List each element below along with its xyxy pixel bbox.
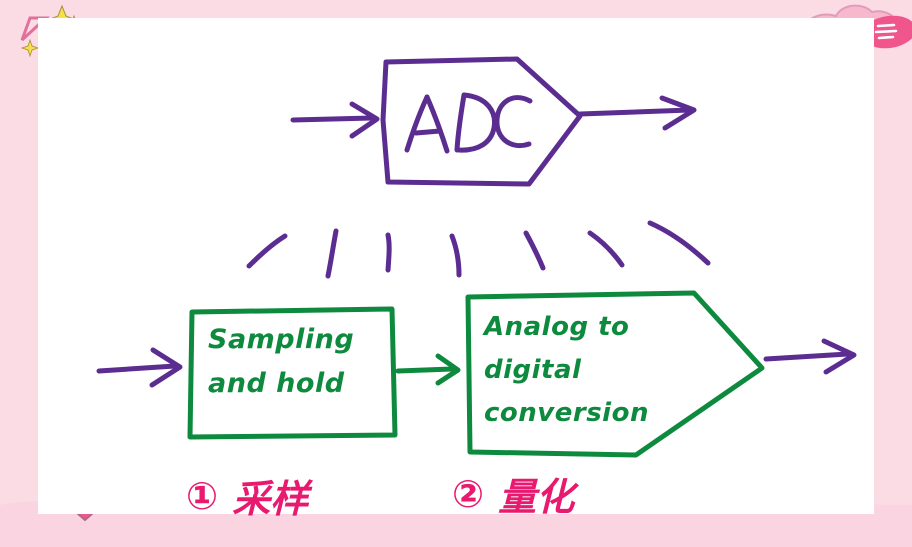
expansion-dash-2 [325, 228, 339, 279]
sampling-block-label: Sampling and hold [208, 324, 355, 399]
sampling-block-outline [187, 306, 398, 440]
annotation-sampling-marker: ① [186, 473, 219, 518]
adc-block-outline [380, 56, 583, 187]
stage1-to-stage2-arrow [395, 353, 461, 386]
expansion-dash-3 [385, 232, 392, 273]
expansion-dash-7 [647, 220, 711, 266]
adc-block-label [404, 92, 533, 154]
leaf-right-edge-highlight [874, 23, 898, 40]
digital-output-arrow [577, 95, 697, 131]
conversion-block-outline [465, 290, 765, 458]
stage1-input-arrow [96, 347, 183, 388]
sampling-and-hold-block [187, 306, 398, 440]
annotation-quantization-text: 量化 [498, 475, 575, 519]
adc-block [380, 56, 583, 187]
expansion-dashes [246, 220, 711, 279]
conversion-block-label: Analog to digital conversion [484, 312, 649, 428]
paper-surface [38, 18, 874, 514]
annotation-sampling-text: 采样 [232, 477, 309, 521]
expansion-dash-6 [587, 230, 625, 268]
annotation-quantization-marker: ② [452, 471, 485, 516]
annotation-sampling: ① 采样 [186, 468, 308, 523]
annotation-quantization: ② 量化 [452, 466, 574, 521]
sparkle-star-small-left [20, 38, 40, 58]
analog-to-digital-conversion-block [465, 290, 765, 458]
expansion-dash-5 [523, 230, 546, 271]
expansion-dash-1 [246, 233, 288, 269]
stage2-output-arrow [763, 338, 857, 375]
analog-input-arrow [290, 101, 380, 139]
expansion-dash-4 [449, 233, 462, 278]
